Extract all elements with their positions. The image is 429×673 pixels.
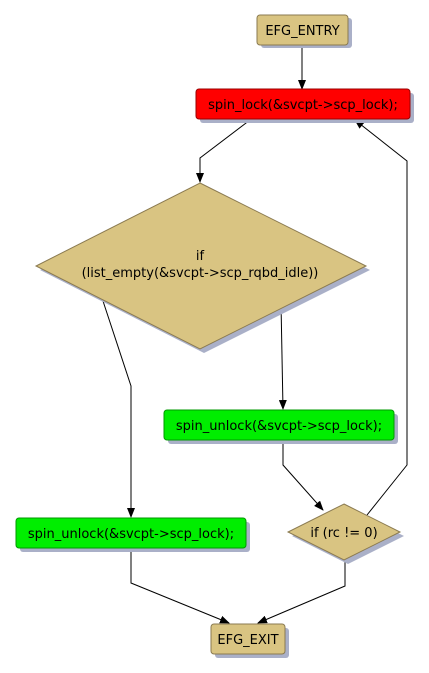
node-spin-unlock-left: spin_unlock(&svcpt->scp_lock);	[15, 517, 250, 552]
node-if-list-empty-line1: if	[196, 249, 205, 264]
edges	[101, 46, 408, 624]
node-if-rc: if (rc != 0)	[286, 503, 404, 564]
node-exit-box	[210, 623, 286, 655]
node-exit: EFG_EXIT	[210, 623, 289, 658]
node-if-list-empty-line2: (list_empty(&svcpt->scp_rqbd_idle))	[82, 266, 319, 281]
node-spin-lock: spin_lock(&svcpt->scp_lock);	[195, 88, 414, 123]
node-entry-label: EFG_ENTRY	[265, 24, 339, 39]
edge-if-rc-loop-to-spin-lock	[354, 119, 408, 516]
node-if-list-empty: if (list_empty(&svcpt->scp_rqbd_idle))	[34, 182, 370, 353]
node-spin-unlock-left-box	[15, 517, 247, 549]
node-spin-lock-label: spin_lock(&svcpt->scp_lock);	[208, 98, 398, 113]
node-spin-unlock-left-label: spin_unlock(&svcpt->scp_lock);	[28, 527, 234, 542]
node-entry: EFG_ENTRY	[256, 14, 352, 48]
edge-if-to-spin-unlock-right	[278, 302, 287, 410]
node-entry-box	[256, 14, 349, 46]
node-spin-unlock-right-box	[163, 409, 395, 441]
node-exit-label: EFG_EXIT	[217, 633, 278, 648]
edge-spin-lock-to-if-list-empty	[196, 119, 251, 183]
node-spin-lock-box	[195, 88, 411, 120]
edge-spin-unlock-left-to-exit	[130, 549, 230, 624]
node-spin-unlock-right: spin_unlock(&svcpt->scp_lock);	[163, 409, 398, 444]
edge-if-rc-to-exit	[257, 559, 346, 624]
node-if-rc-diamond	[286, 503, 402, 561]
node-spin-unlock-right-label: spin_unlock(&svcpt->scp_lock);	[176, 419, 382, 434]
edge-if-to-spin-unlock-left	[101, 297, 135, 518]
node-if-rc-label: if (rc != 0)	[310, 526, 377, 541]
node-if-list-empty-diamond	[34, 182, 368, 350]
edge-spin-unlock-right-to-if-rc	[282, 440, 324, 511]
